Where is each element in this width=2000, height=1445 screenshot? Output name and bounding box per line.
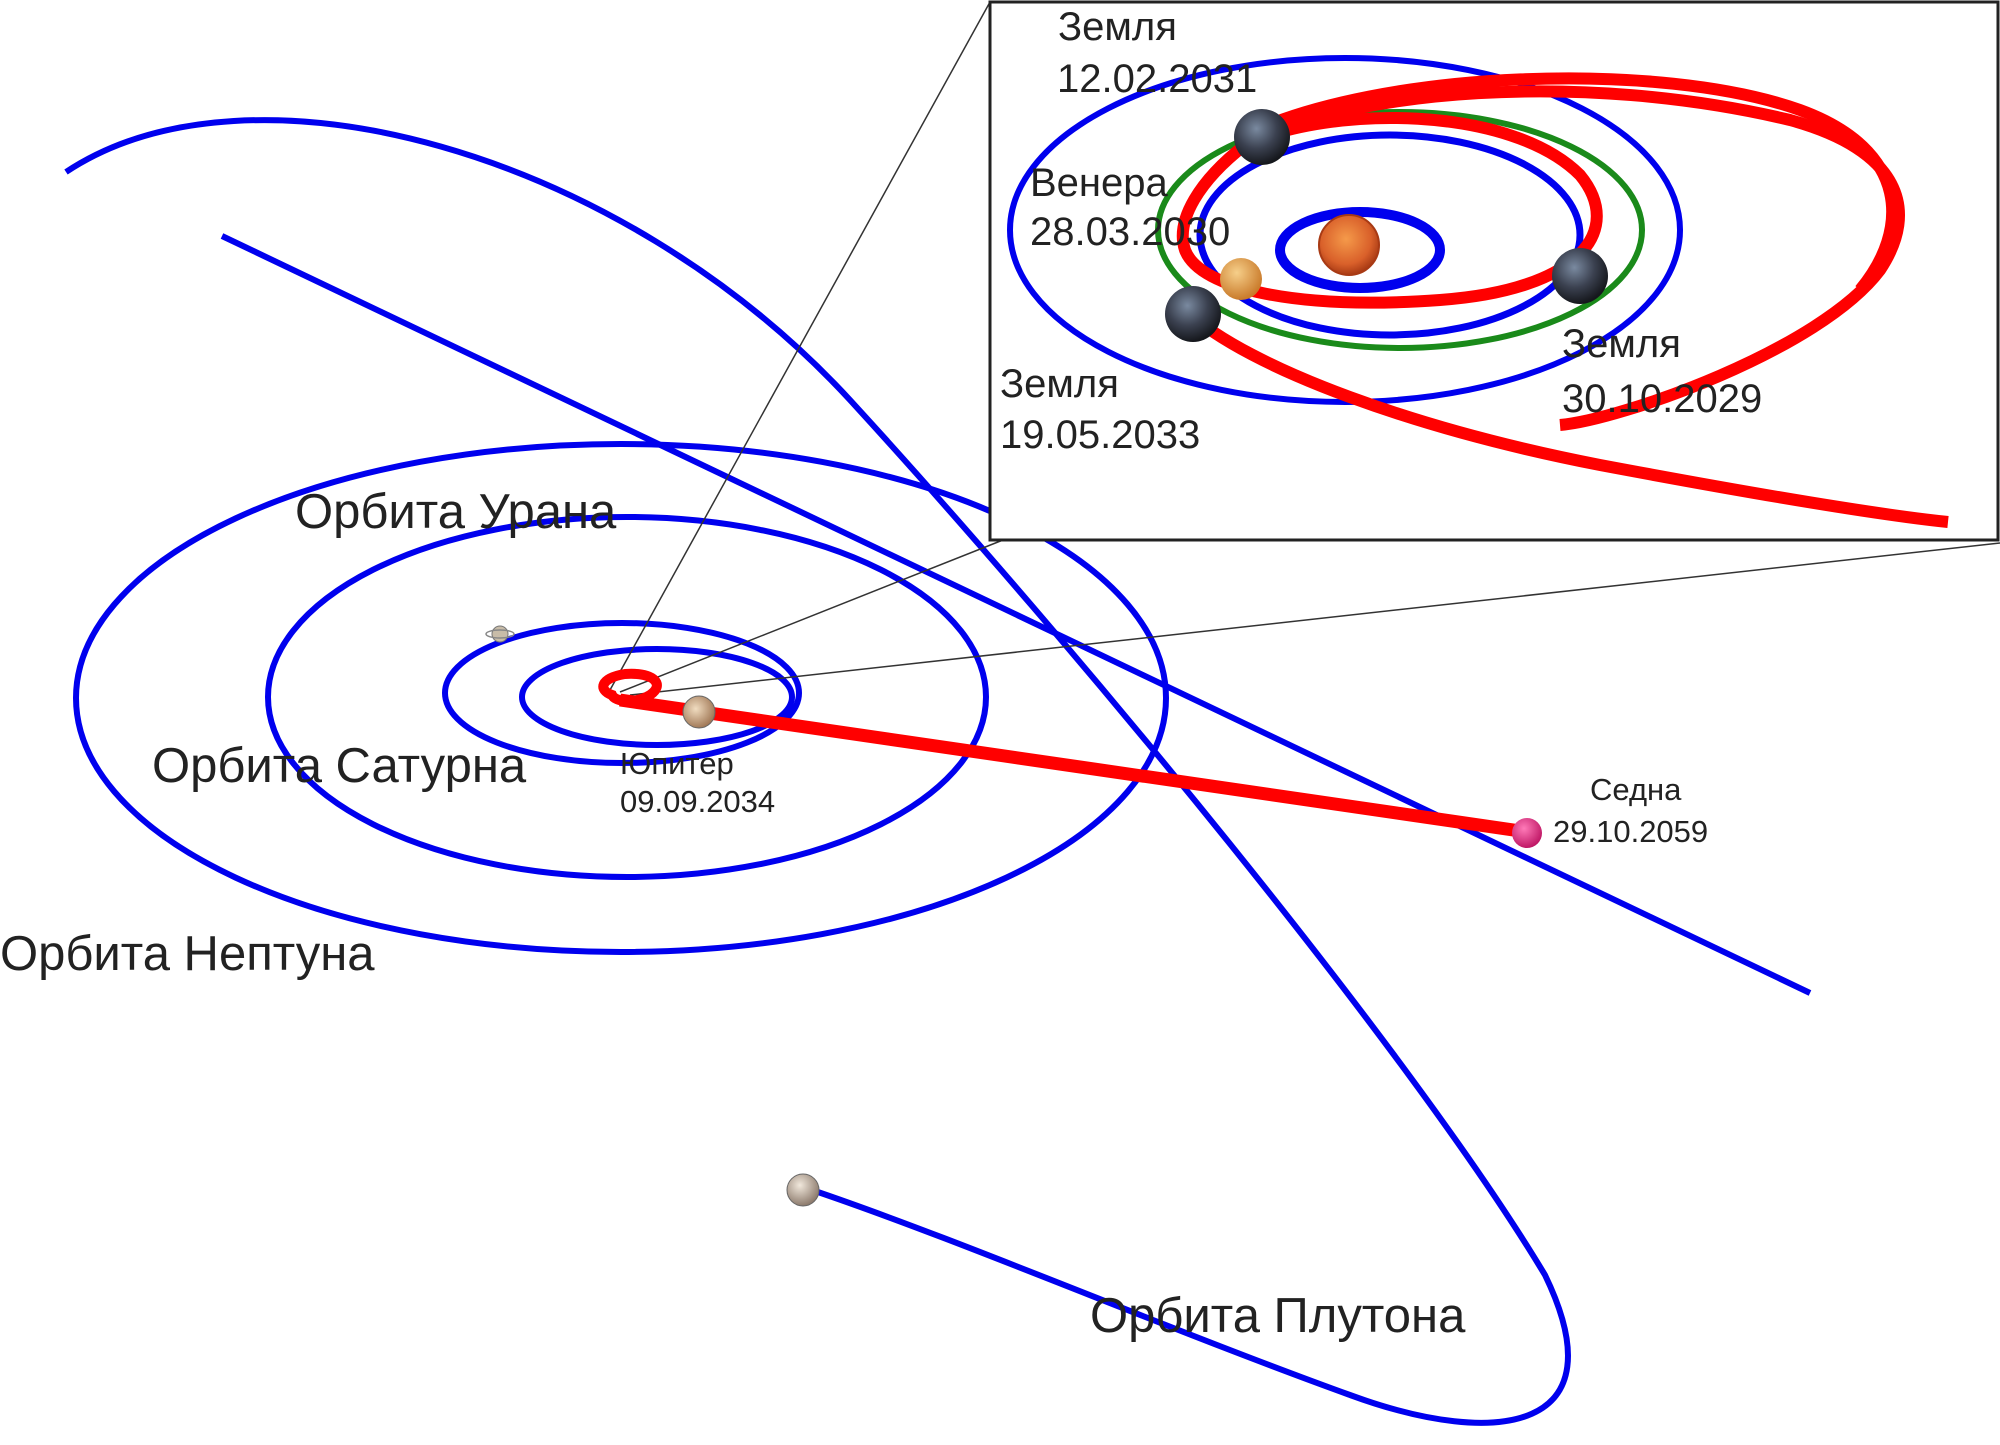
saturn-orbit-label: Орбита Сатурна — [152, 739, 527, 793]
jupiter-orbit — [519, 646, 795, 748]
inset-earth-2033 — [1165, 286, 1221, 342]
inset-trajectory-outgoing — [1180, 305, 1949, 528]
sedna-date-label: 29.10.2059 — [1553, 814, 1708, 849]
inset-earth-orbit — [1196, 131, 1584, 339]
inset-trajectory — [1176, 72, 1949, 528]
main-orbits — [64, 117, 1812, 1426]
inset-earth-2029-name: Земля — [1562, 322, 1681, 366]
inset-earth-2029 — [1552, 248, 1608, 304]
inset-trajectory-lower — [1242, 72, 1899, 294]
uranus-orbit — [265, 514, 989, 880]
inset-orbits — [1007, 55, 1683, 405]
inset-mercury-orbit — [1275, 207, 1445, 293]
inset-earth-2031-name: Земля — [1058, 5, 1177, 49]
inset-earth-2033-date: 19.05.2033 — [1000, 413, 1200, 457]
saturn-marker — [491, 625, 509, 643]
inset-trajectory-loop-1 — [1176, 112, 1603, 309]
jupiter-name-label: Юпитер — [620, 746, 734, 781]
inset-earth-2029-date: 30.10.2029 — [1562, 377, 1762, 421]
inset-earth-2031-date: 12.02.2031 — [1057, 57, 1257, 101]
inset-venus-orbit-green — [1155, 109, 1645, 351]
jupiter-date-label: 09.09.2034 — [620, 784, 775, 819]
main-bodies — [485, 625, 1542, 1207]
sedna-name-label: Седна — [1590, 772, 1682, 807]
saturn-ring — [485, 629, 515, 639]
pluto-marker — [786, 1173, 820, 1207]
inset-mars-orbit — [1007, 55, 1683, 405]
inset-earth-2033-name: Земля — [1000, 362, 1119, 406]
main-labels: Орбита Урана Орбита Сатурна Орбита Непту… — [0, 485, 1708, 1343]
inner-system-inset: Земля 12.02.2031 Венера 28.03.2030 Земля… — [988, 0, 2000, 542]
neptune-orbit — [73, 441, 1169, 955]
inset-bodies — [1165, 109, 1608, 342]
inset-venus-2030 — [1220, 258, 1262, 300]
neptune-orbit-label: Орбита Нептуна — [0, 927, 375, 981]
uranus-orbit-label: Орбита Урана — [295, 485, 617, 539]
inset-earth-2031 — [1234, 109, 1290, 165]
saturn-orbit — [442, 620, 802, 766]
pluto-orbit-label: Орбита Плутона — [1090, 1289, 1466, 1343]
spacecraft-trajectory — [598, 668, 1528, 839]
trajectory-leg-to-sedna — [619, 693, 1528, 839]
sedna-orbit — [220, 233, 1812, 996]
inset-venus-date: 28.03.2030 — [1030, 210, 1230, 254]
zoom-guide-lines — [609, 1, 2000, 696]
pluto-orbit — [64, 117, 1571, 1426]
inset-labels: Земля 12.02.2031 Венера 28.03.2030 Земля… — [1000, 5, 1762, 457]
sedna-marker — [1512, 818, 1542, 848]
jupiter-marker — [682, 695, 716, 729]
inset-sun — [1318, 214, 1380, 276]
inset-venus-name: Венера — [1030, 161, 1169, 205]
